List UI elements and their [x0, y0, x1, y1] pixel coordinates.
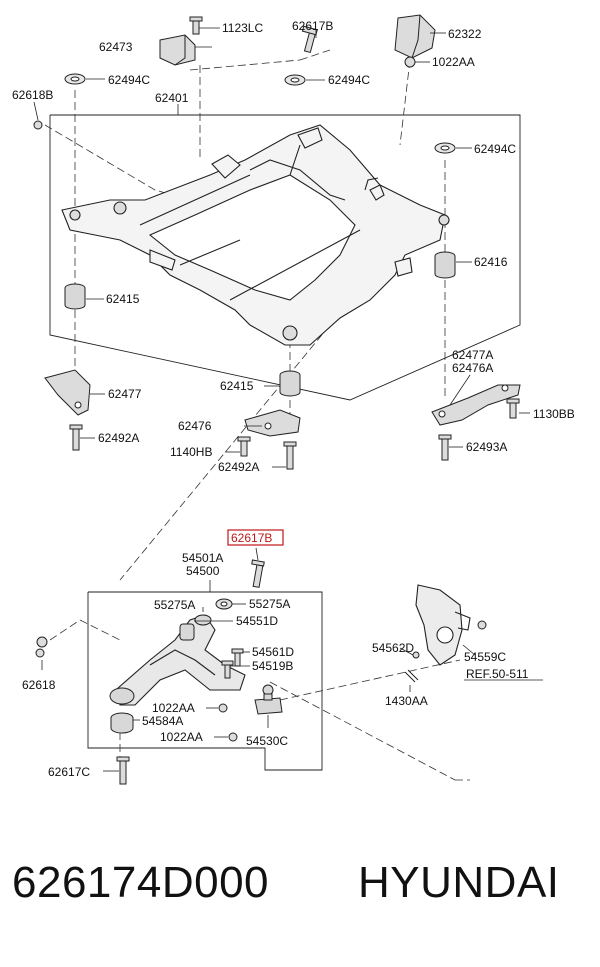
subframe-boundary — [49, 114, 521, 401]
label-62415-left: 62415 — [106, 292, 140, 306]
label-54559C: 54559C — [464, 650, 506, 664]
label-62401: 62401 — [155, 91, 189, 105]
bushing-62416 — [434, 251, 456, 279]
bolt-62618B — [33, 120, 43, 130]
front-bushing-large — [109, 687, 135, 705]
label-54501A: 54501A — [182, 551, 223, 565]
nut-1022AA-low — [228, 732, 238, 742]
label-62476: 62476 — [178, 419, 212, 433]
bolt-1140HB — [237, 436, 251, 457]
label-54562D: 54562D — [372, 641, 414, 655]
bolt-62617B-highlighted — [251, 559, 265, 588]
bolt-54559C — [477, 620, 487, 630]
label-1022AA-top: 1022AA — [432, 55, 475, 69]
highlight-box — [227, 529, 284, 546]
brand-name: HYUNDAI — [358, 858, 560, 907]
dashed-leaders-top — [44, 49, 446, 581]
steering-knuckle — [415, 584, 471, 666]
label-62477: 62477 — [108, 387, 142, 401]
label-62492A-left: 62492A — [98, 431, 139, 445]
label-54584A: 54584A — [142, 714, 183, 728]
label-54500: 54500 — [186, 564, 220, 578]
washer-62494C-b — [284, 74, 306, 86]
nut-62618 — [35, 636, 48, 658]
label-62494C-a: 62494C — [108, 73, 150, 87]
subframe-crossmember — [61, 124, 450, 346]
label-54561D: 54561D — [252, 645, 294, 659]
label-62617B-highlighted: 62617B — [231, 531, 272, 545]
bolt-62617B-top — [301, 25, 318, 54]
bushing-54584A — [110, 712, 134, 734]
label-1430AA: 1430AA — [385, 694, 428, 708]
part-number: 626174D000 — [12, 858, 270, 907]
label-62618B: 62618B — [12, 88, 53, 102]
label-1130BB: 1130BB — [533, 407, 575, 421]
label-62477A: 62477A — [452, 348, 493, 362]
label-62493A: 62493A — [466, 440, 507, 454]
label-62618: 62618 — [22, 678, 56, 692]
label-62494C-c: 62494C — [474, 142, 516, 156]
nut-1022AA-mid — [218, 703, 228, 713]
stay-62477 — [44, 369, 91, 416]
stay-62477A — [431, 384, 521, 426]
label-ref-50-511: REF.50-511 — [466, 667, 529, 681]
stay-62476 — [244, 409, 301, 437]
bolt-54519B — [221, 660, 234, 679]
label-62416: 62416 — [474, 255, 508, 269]
washer-62494C-a — [64, 73, 86, 85]
bolt-62492A-left — [69, 424, 83, 451]
bushing-54551D — [179, 623, 195, 641]
leader-lines-bottom — [41, 547, 543, 772]
lower-arm-boundary — [87, 591, 323, 771]
label-55275A-left: 55275A — [154, 598, 195, 612]
label-62617B-top: 62617B — [292, 19, 333, 33]
bushing-55275A-right — [215, 598, 233, 610]
label-54551D: 54551D — [236, 614, 278, 628]
label-62492A-mid: 62492A — [218, 460, 259, 474]
bolt-54561D — [231, 648, 244, 667]
label-1022AA-mid: 1022AA — [152, 701, 195, 715]
bolt-62617C — [116, 756, 130, 785]
label-1022AA-low: 1022AA — [160, 730, 203, 744]
nut-1022AA-top — [404, 56, 416, 68]
leader-lines-top — [33, 27, 530, 468]
washer-62494C-c — [434, 142, 456, 154]
bolt-1130BB — [506, 398, 520, 419]
label-62415-mid: 62415 — [220, 379, 254, 393]
label-62322: 62322 — [448, 27, 482, 41]
bracket-62322 — [394, 14, 436, 59]
label-62473: 62473 — [99, 40, 133, 54]
bolt-1123LC — [189, 16, 203, 35]
bushing-55275A-left — [194, 614, 212, 626]
label-1123LC: 1123LC — [222, 21, 263, 35]
label-1140HB: 1140HB — [170, 445, 212, 459]
bushing-62415-mid — [279, 370, 301, 397]
ball-joint-54530C — [254, 684, 283, 715]
label-62617C: 62617C — [48, 765, 90, 779]
bolt-62493A — [438, 434, 452, 461]
label-54530C: 54530C — [246, 734, 288, 748]
bolt-62492A-mid — [283, 441, 297, 470]
pin-1430AA — [404, 669, 419, 683]
label-55275A-right: 55275A — [249, 597, 290, 611]
mount-bracket-62473 — [159, 34, 196, 66]
bushing-62415-left — [64, 283, 86, 310]
label-62494C-b: 62494C — [328, 73, 370, 87]
label-62476A: 62476A — [452, 361, 493, 375]
label-54519B: 54519B — [252, 659, 293, 673]
